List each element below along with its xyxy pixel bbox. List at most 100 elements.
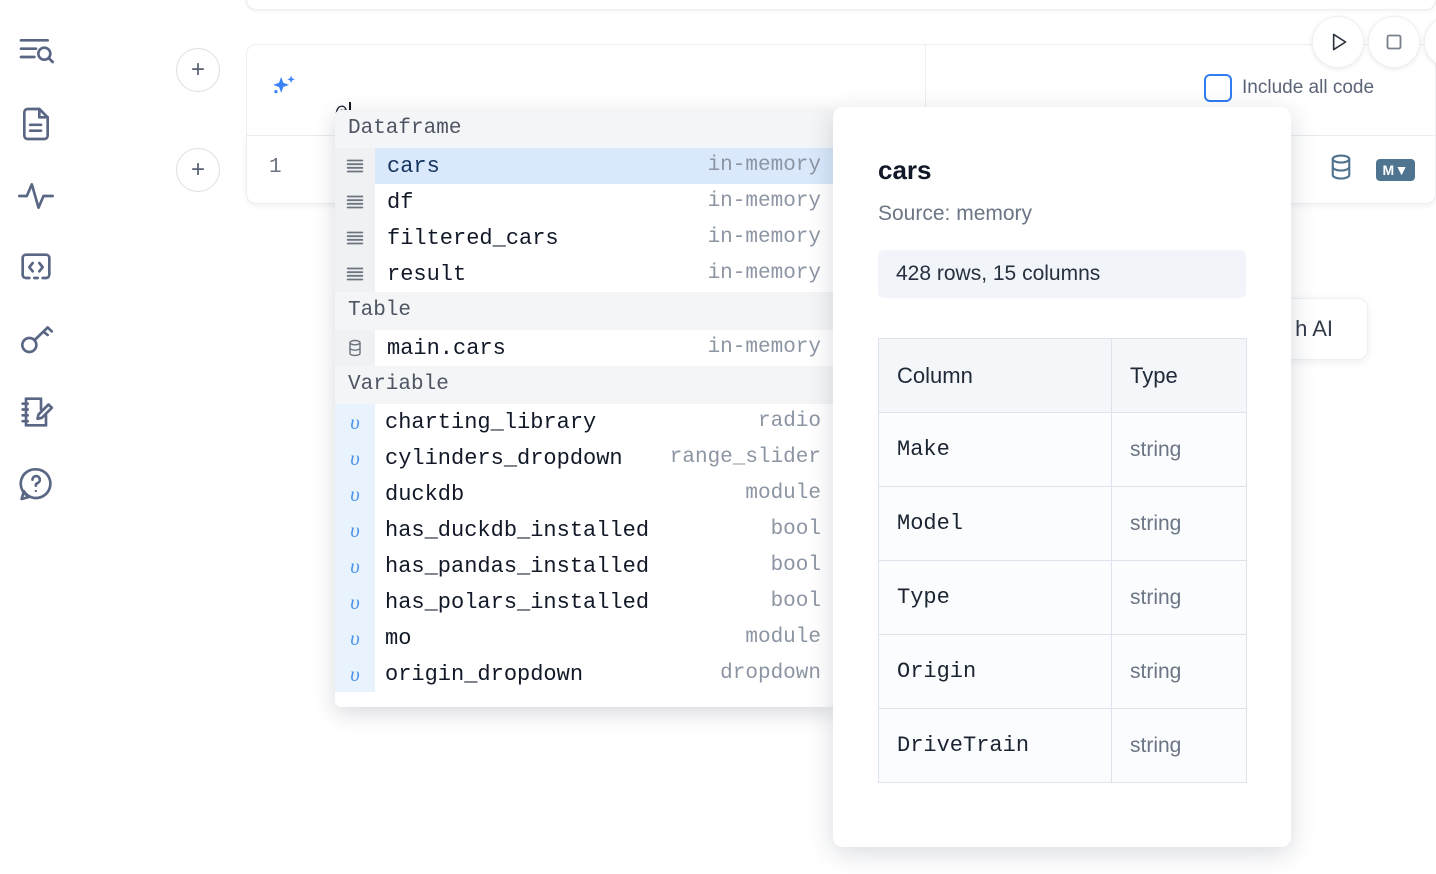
markdown-icon[interactable]: M▼ — [1376, 158, 1415, 181]
dataframe-icon — [335, 148, 375, 184]
schema-column-name: Model — [878, 486, 1112, 561]
autocomplete-item-name: has_duckdb_installed — [385, 517, 650, 543]
cell-above-clipped — [246, 0, 1436, 10]
autocomplete-section-header: Variable — [335, 366, 835, 404]
autocomplete-item-meta: bool — [770, 518, 821, 541]
help-chat-icon[interactable] — [0, 448, 72, 520]
activity-icon[interactable] — [0, 160, 72, 232]
variable-icon: υ — [335, 548, 375, 584]
autocomplete-section-header: Table — [335, 292, 835, 330]
variable-icon: υ — [335, 512, 375, 548]
autocomplete-item-name: df — [387, 189, 414, 215]
variable-icon: υ — [335, 476, 375, 512]
autocomplete-item-meta: dropdown — [720, 662, 821, 685]
schema-column-name: Type — [878, 560, 1112, 635]
line-number: 1 — [269, 156, 282, 179]
autocomplete-item-meta: in-memory — [707, 336, 821, 359]
ai-bar-divider — [925, 44, 926, 136]
autocomplete-item-meta: bool — [770, 554, 821, 577]
variable-icon: υ — [335, 440, 375, 476]
autocomplete-item-name: has_pandas_installed — [385, 553, 650, 579]
autocomplete-item-name: main.cars — [387, 335, 506, 361]
autocomplete-item-meta: module — [745, 482, 821, 505]
checkbox-icon[interactable] — [1204, 74, 1232, 102]
variable-icon: υ — [335, 620, 375, 656]
autocomplete-item[interactable]: υ charting_library radio — [335, 404, 835, 440]
schema-column-type: string — [1111, 412, 1247, 487]
schema-header-column: Column — [878, 338, 1112, 413]
dataframe-icon — [335, 256, 375, 292]
notebook-edit-icon[interactable] — [0, 376, 72, 448]
database-icon[interactable] — [1326, 152, 1356, 187]
schema-column-name: Make — [878, 412, 1112, 487]
info-panel-title: cars — [878, 155, 932, 185]
variable-icon: υ — [335, 404, 375, 440]
stop-button[interactable] — [1368, 16, 1420, 68]
autocomplete-item[interactable]: cars in-memory — [335, 148, 835, 184]
schema-column-name: DriveTrain — [878, 708, 1112, 783]
dataframe-icon — [335, 184, 375, 220]
autocomplete-item-meta: in-memory — [707, 226, 821, 249]
autocomplete-item[interactable]: result in-memory — [335, 256, 835, 292]
explorer-search-icon[interactable] — [0, 16, 72, 88]
generate-with-ai-label: h AI — [1295, 316, 1333, 341]
schema-column-type: string — [1111, 560, 1247, 635]
autocomplete-section-header: Dataframe — [335, 110, 835, 148]
autocomplete-item[interactable]: main.cars in-memory — [335, 330, 835, 366]
autocomplete-item-name: charting_library — [385, 409, 597, 435]
autocomplete-item-name: cylinders_dropdown — [385, 445, 623, 471]
add-cell-button-bottom[interactable]: + — [176, 148, 220, 192]
autocomplete-item-name: origin_dropdown — [385, 661, 584, 687]
autocomplete-item-name: filtered_cars — [387, 225, 559, 251]
autocomplete-item[interactable]: υ has_pandas_installed bool — [335, 548, 835, 584]
schema-column-type: string — [1111, 708, 1247, 783]
info-panel-shape: 428 rows, 15 columns — [878, 250, 1246, 298]
key-icon[interactable] — [0, 304, 72, 376]
sparkles-icon — [267, 71, 301, 105]
autocomplete-item-meta: in-memory — [707, 154, 821, 177]
dataframe-info-panel: cars Source: memory 428 rows, 15 columns… — [833, 107, 1291, 847]
run-button[interactable] — [1312, 16, 1364, 68]
dataframe-icon — [335, 220, 375, 256]
autocomplete-item-meta: radio — [757, 410, 821, 433]
autocomplete-item[interactable]: υ origin_dropdown dropdown — [335, 656, 835, 692]
autocomplete-item[interactable]: υ cylinders_dropdown range_slider — [335, 440, 835, 476]
autocomplete-item-name: duckdb — [385, 481, 465, 507]
autocomplete-item-meta: in-memory — [707, 190, 821, 213]
autocomplete-item[interactable]: υ has_duckdb_installed bool — [335, 512, 835, 548]
code-brackets-icon[interactable] — [0, 232, 72, 304]
autocomplete-item[interactable]: df in-memory — [335, 184, 835, 220]
schema-header-type: Type — [1111, 338, 1247, 413]
schema-table-header-row: Column Type — [878, 338, 1247, 413]
schema-column-name: Origin — [878, 634, 1112, 709]
autocomplete-item-name: cars — [387, 153, 440, 179]
autocomplete-item-name: result — [387, 261, 467, 287]
sidebar-rail — [0, 0, 72, 874]
autocomplete-item-name: has_polars_installed — [385, 589, 650, 615]
schema-column-type: string — [1111, 486, 1247, 561]
table-icon — [335, 330, 375, 366]
autocomplete-item-meta: range_slider — [669, 446, 821, 469]
autocomplete-item[interactable]: filtered_cars in-memory — [335, 220, 835, 256]
variable-icon: υ — [335, 656, 375, 692]
autocomplete-item-meta: module — [745, 626, 821, 649]
include-all-code-label: Include all code — [1242, 77, 1375, 98]
include-all-code-toggle[interactable]: Include all code — [1204, 74, 1374, 102]
cell-icon-group: M▼ — [1326, 152, 1415, 187]
schema-column-type: string — [1111, 634, 1247, 709]
autocomplete-item-meta: in-memory — [707, 262, 821, 285]
file-icon[interactable] — [0, 88, 72, 160]
autocomplete-item-name: mo — [385, 625, 412, 651]
add-cell-button-top[interactable]: + — [176, 48, 220, 92]
